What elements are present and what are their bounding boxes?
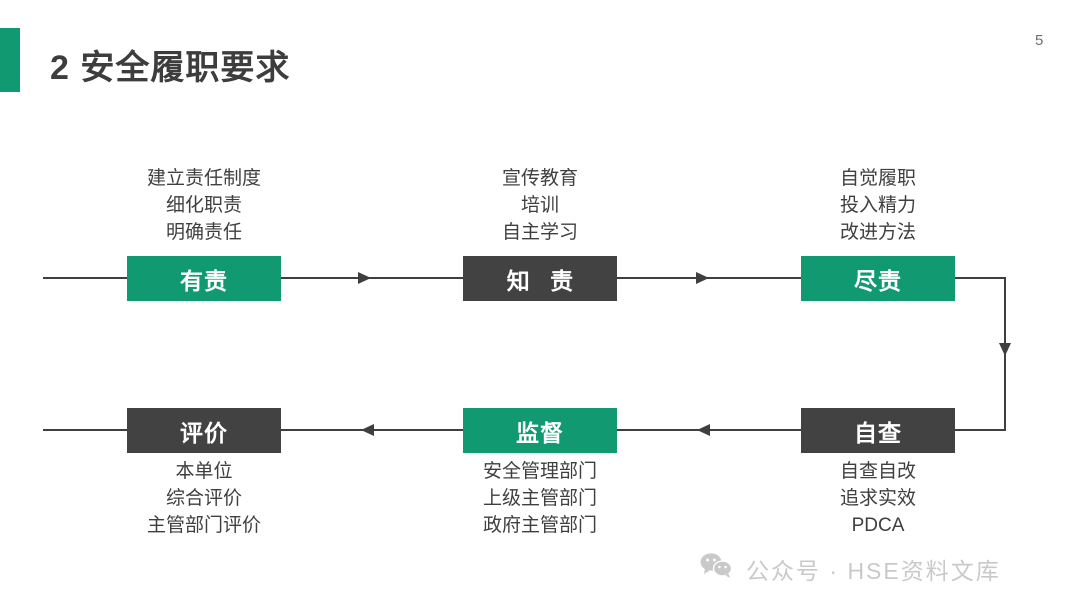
connector-top-segment-2 (615, 277, 803, 279)
caption-line: 自主学习 (501, 222, 578, 243)
connector-right-bottom (953, 429, 1006, 431)
stage-box-jinze[interactable]: 尽责 (801, 256, 955, 301)
caption-line: 本单位 (175, 461, 233, 482)
caption-jinze: 自觉履职 投入精力 改进方法 (748, 165, 1008, 246)
caption-jiandu: 安全管理部门 上级主管部门 政府主管部门 (410, 458, 670, 539)
stage-box-zicha[interactable]: 自查 (801, 408, 955, 453)
caption-line: PDCA (851, 515, 905, 536)
caption-line: 上级主管部门 (482, 488, 597, 509)
arrow-down-right (999, 343, 1011, 356)
stage-box-youze[interactable]: 有责 (127, 256, 281, 301)
caption-pingjia: 本单位 综合评价 主管部门评价 (74, 458, 334, 539)
connector-right-top (953, 277, 1006, 279)
caption-line: 自查自改 (839, 461, 916, 482)
stage-box-jiandu[interactable]: 监督 (463, 408, 617, 453)
caption-line: 细化职责 (165, 195, 242, 216)
caption-zicha: 自查自改 追求实效 PDCA (748, 458, 1008, 539)
caption-line: 追求实效 (839, 488, 916, 509)
caption-line: 主管部门评价 (146, 515, 261, 536)
caption-line: 安全管理部门 (482, 461, 597, 482)
caption-zhize: 宣传教育 培训 自主学习 (410, 165, 670, 246)
arrow-left-bottom-1 (361, 424, 374, 436)
caption-line: 培训 (520, 195, 559, 216)
caption-line: 投入精力 (839, 195, 916, 216)
caption-line: 自觉履职 (839, 168, 916, 189)
page-number: 5 (1035, 32, 1044, 49)
stage-box-zhize[interactable]: 知 责 (463, 256, 617, 301)
caption-line: 综合评价 (165, 488, 242, 509)
wechat-icon (700, 552, 734, 586)
stage-box-pingjia[interactable]: 评价 (127, 408, 281, 453)
connector-bottom-left-stub (43, 429, 129, 431)
arrow-left-bottom-2 (697, 424, 710, 436)
caption-line: 政府主管部门 (482, 515, 597, 536)
connector-top-left-stub (43, 277, 129, 279)
caption-youze: 建立责任制度 细化职责 明确责任 (74, 165, 334, 246)
arrow-right-top-2 (696, 272, 709, 284)
watermark-text: 公众号 · HSE资料文库 (746, 558, 1001, 584)
caption-line: 改进方法 (839, 222, 916, 243)
caption-line: 宣传教育 (501, 168, 578, 189)
caption-line: 明确责任 (165, 222, 242, 243)
page-title: 2 安全履职要求 (50, 49, 291, 87)
arrow-right-top-1 (358, 272, 371, 284)
connector-top-segment-1 (279, 277, 465, 279)
title-accent-bar (0, 28, 20, 92)
caption-line: 建立责任制度 (146, 168, 261, 189)
watermark: 公众号 · HSE资料文库 (700, 552, 1001, 586)
